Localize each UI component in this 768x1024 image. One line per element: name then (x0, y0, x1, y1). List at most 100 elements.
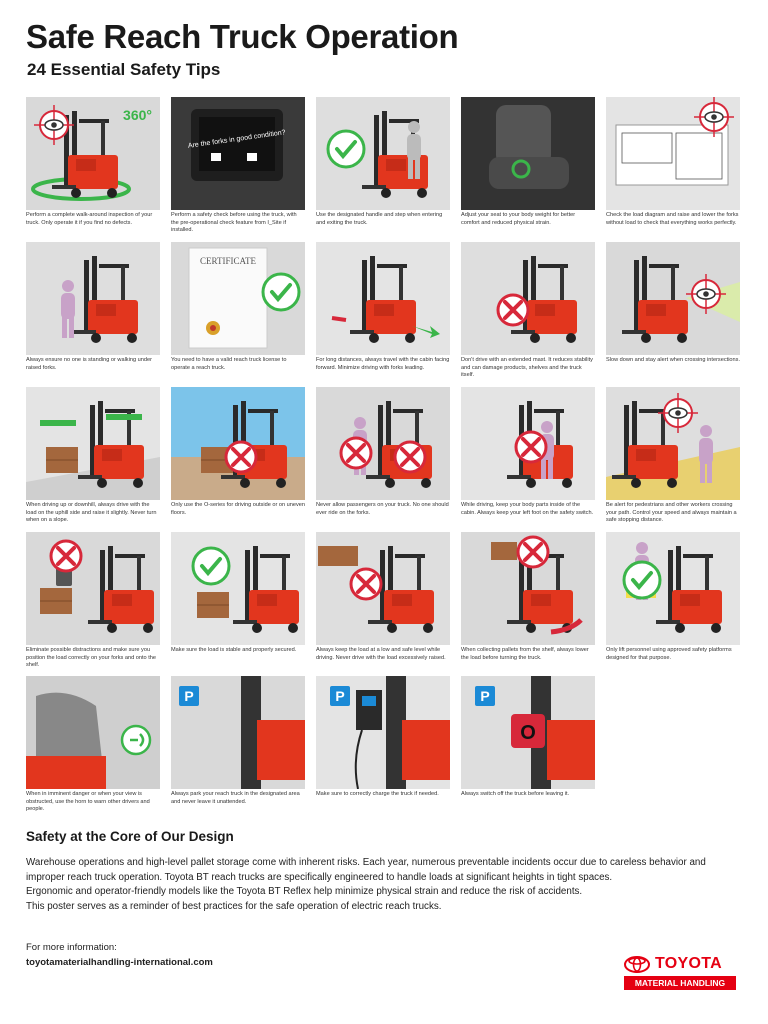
safety-tip: Make sure the load is stable and properl… (171, 532, 305, 655)
section-title: Safety at the Core of Our Design (26, 829, 234, 844)
slope-arrows-icon (26, 387, 160, 500)
tip-caption: Only use the O-series for driving outsid… (171, 502, 306, 516)
tip-caption: Slow down and stay alert when crossing i… (606, 357, 741, 363)
safety-tip: While driving, keep your body parts insi… (461, 387, 595, 517)
cross-icon (461, 242, 595, 355)
tip-caption: When collecting pallets from the shelf, … (461, 647, 589, 661)
tip-caption: You need to have a valid reach truck lic… (171, 357, 287, 371)
svg-text:P: P (480, 688, 489, 704)
tip-illustration (461, 532, 595, 645)
safety-tip: CERTIFICATE You need to have a valid reac… (171, 242, 305, 372)
direction-arrows-icon (316, 242, 450, 355)
cross-icon (461, 387, 595, 500)
tip-illustration (171, 532, 305, 645)
tip-caption: While driving, keep your body parts insi… (461, 502, 594, 516)
paragraph: This poster serves as a reminder of best… (26, 900, 442, 912)
tip-illustration (26, 242, 160, 355)
tip-illustration: CERTIFICATE (171, 242, 305, 355)
tip-caption: Check the load diagram and raise and low… (606, 212, 739, 226)
eye-icon (606, 242, 740, 355)
eye-icon (606, 387, 740, 500)
tip-illustration (171, 387, 305, 500)
safety-tip: Be alert for pedestrians and other worke… (606, 387, 740, 525)
paragraph: Warehouse operations and high-level pall… (26, 857, 706, 883)
svg-text:CERTIFICATE: CERTIFICATE (200, 256, 256, 266)
parking-icon: P (171, 676, 305, 789)
tip-illustration (316, 97, 450, 210)
tip-caption: Be alert for pedestrians and other worke… (606, 502, 737, 524)
load-diagram-icon (606, 97, 740, 210)
rotation-badge: 360° (123, 107, 152, 123)
tip-illustration: P (316, 676, 450, 789)
website-link[interactable]: toyotamaterialhandling-international.com (26, 956, 213, 968)
tip-caption: Never allow passengers on your truck. No… (316, 502, 449, 516)
safety-tip: P Always park your reach truck in the des… (171, 676, 305, 806)
page-title: Safe Reach Truck Operation (26, 18, 459, 55)
horn-icon (26, 676, 160, 789)
safety-tip: When in imminent danger or when your vie… (26, 676, 160, 814)
safety-tip: Use the designated handle and step when … (316, 97, 450, 227)
safety-tip: When collecting pallets from the shelf, … (461, 532, 595, 662)
tip-illustration (606, 97, 740, 210)
safety-tip: Always keep the load at a low and safe l… (316, 532, 450, 662)
tip-illustration: 360° (26, 97, 160, 210)
tip-illustration (316, 532, 450, 645)
cross-icon (316, 387, 450, 500)
tip-caption: Use the designated handle and step when … (316, 212, 443, 226)
safety-tip: Adjust your seat to your body weight for… (461, 97, 595, 227)
tip-caption: Don't drive with an extended mast. It re… (461, 357, 593, 379)
cross-icon (461, 532, 595, 645)
person-icon (26, 242, 160, 355)
tip-caption: Perform a complete walk-around inspectio… (26, 212, 153, 226)
tip-illustration (606, 532, 740, 645)
body-text: Warehouse operations and high-level pall… (26, 856, 736, 914)
tip-caption: Always park your reach truck in the desi… (171, 791, 300, 805)
safety-tip: Always ensure no one is standing or walk… (26, 242, 160, 372)
tip-illustration (316, 387, 450, 500)
tip-caption: For long distances, always travel with t… (316, 357, 450, 371)
more-info-label: For more information: (26, 942, 117, 953)
toyota-emblem-icon (624, 956, 650, 973)
checkmark-icon (606, 532, 740, 645)
more-info: For more information: toyotamaterialhand… (26, 941, 213, 970)
safety-tip: Eliminate possible distractions and make… (26, 532, 160, 670)
safety-tip: Only use the O-series for driving outsid… (171, 387, 305, 517)
safety-tip: When driving up or downhill, always driv… (26, 387, 160, 525)
safety-tip: Only lift personnel using approved safet… (606, 532, 740, 662)
inspection-eye-icon (26, 97, 160, 210)
tip-illustration (26, 676, 160, 789)
charger-icon: P (316, 676, 450, 789)
tip-caption: Adjust your seat to your body weight for… (461, 212, 576, 226)
safety-tip: Slow down and stay alert when crossing i… (606, 242, 740, 365)
tip-caption: Always ensure no one is standing or walk… (26, 357, 152, 371)
safety-tip: Don't drive with an extended mast. It re… (461, 242, 595, 380)
page-subtitle: 24 Essential Safety Tips (27, 60, 221, 79)
tip-caption: Always switch off the truck before leavi… (461, 791, 570, 797)
certificate-icon: CERTIFICATE (171, 242, 305, 355)
paragraph: Ergonomic and operator-friendly models l… (26, 886, 583, 898)
svg-text:P: P (335, 688, 344, 704)
toyota-brand: TOYOTA (624, 952, 736, 974)
tip-caption: Make sure to correctly charge the truck … (316, 791, 439, 797)
tip-illustration (26, 532, 160, 645)
tip-illustration: Are the forks in good condition? (171, 97, 305, 210)
screen-check-icon: Are the forks in good condition? (171, 97, 305, 210)
svg-text:P: P (184, 688, 193, 704)
cross-icon (316, 532, 450, 645)
toyota-logo: TOYOTA MATERIAL HANDLING (624, 952, 736, 992)
checkmark-icon (316, 97, 450, 210)
tip-illustration: P (171, 676, 305, 789)
checkmark-icon (171, 532, 305, 645)
tip-illustration (461, 242, 595, 355)
tip-illustration (316, 242, 450, 355)
safety-tip: Check the load diagram and raise and low… (606, 97, 740, 227)
tip-illustration (606, 387, 740, 500)
phone-cross-icon (26, 532, 160, 645)
safety-tip: 360° Perform a complete walk-around inspe… (26, 97, 160, 227)
tip-illustration (461, 97, 595, 210)
tip-caption: When driving up or downhill, always driv… (26, 502, 157, 524)
material-handling-bar: MATERIAL HANDLING (624, 976, 736, 990)
